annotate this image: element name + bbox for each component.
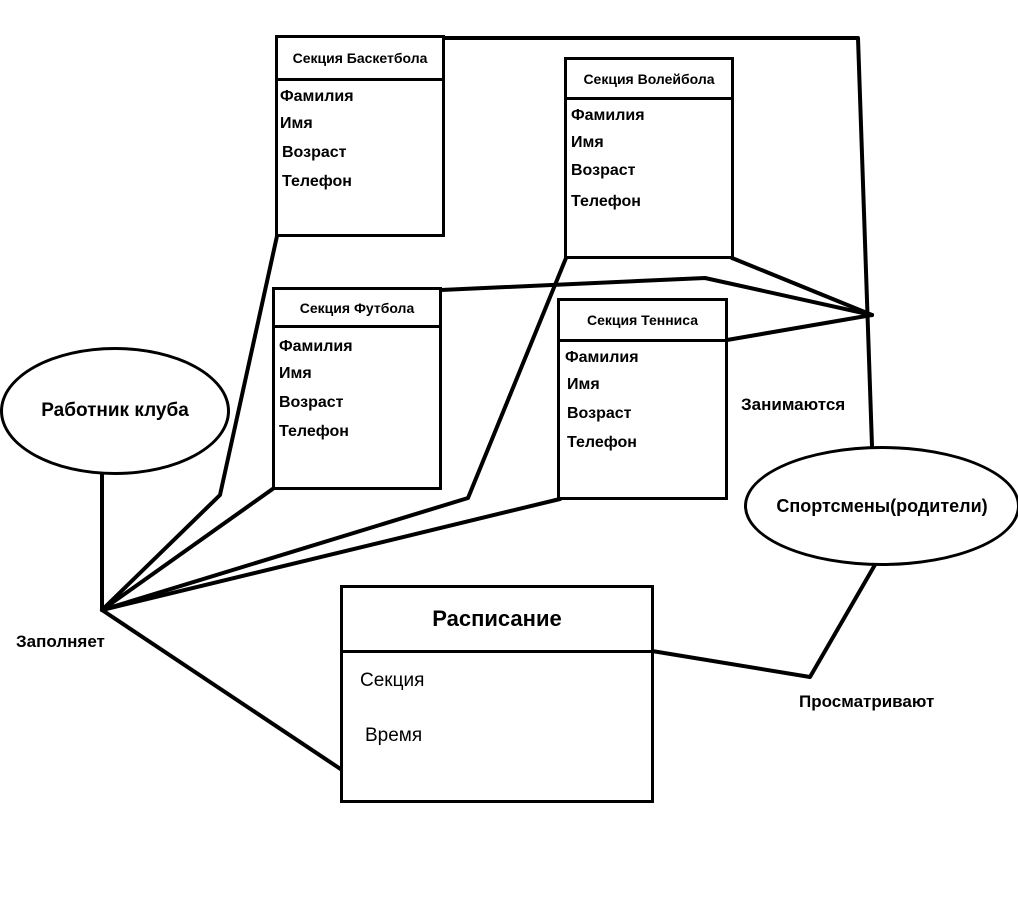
entity-volleyball-title: Секция Волейбола (567, 60, 731, 100)
connector-tennis-athletes (725, 313, 874, 342)
relation-fills-label: Заполняет (16, 632, 105, 651)
field-section: Секция (360, 670, 425, 691)
entity-schedule: Расписание Секция Время (340, 585, 654, 803)
field-phone: Телефон (279, 423, 349, 440)
entity-tennis-title: Секция Тенниса (560, 301, 725, 342)
connector-basketball-athletes (441, 36, 874, 448)
field-lastname: Фамилия (565, 349, 639, 366)
entity-schedule-title: Расписание (343, 588, 651, 653)
relation-view-label: Просматривают (799, 692, 935, 711)
entity-volleyball: Секция Волейбола Фамилия Имя Возраст Тел… (564, 57, 734, 259)
connector-volleyball-athletes (730, 256, 874, 317)
connector-hub-football (100, 486, 276, 612)
entity-football: Секция Футбола Фамилия Имя Возраст Телеф… (272, 287, 442, 490)
field-age: Возраст (571, 162, 636, 179)
field-firstname: Имя (571, 134, 604, 151)
field-phone: Телефон (571, 193, 641, 210)
actor-athletes-label: Спортсмены(родители) (776, 495, 988, 516)
field-age: Возраст (567, 405, 632, 422)
field-firstname: Имя (280, 115, 313, 132)
field-firstname: Имя (279, 365, 312, 382)
entity-tennis: Секция Тенниса Фамилия Имя Возраст Телеф… (557, 298, 728, 500)
actor-club-worker: Работник клуба (0, 347, 230, 475)
connector-hub-schedule (100, 608, 344, 772)
field-time: Время (365, 725, 423, 746)
field-lastname: Фамилия (279, 338, 353, 355)
relation-attend-label: Занимаются (741, 395, 846, 414)
field-phone: Телефон (282, 173, 352, 190)
field-phone: Телефон (567, 434, 637, 451)
entity-basketball: Секция Баскетбола Фамилия Имя Возраст Те… (275, 35, 445, 237)
entity-basketball-title: Секция Баскетбола (278, 38, 442, 81)
field-age: Возраст (279, 394, 344, 411)
connector-athletes-schedule (650, 561, 878, 679)
connector-hub-basketball (100, 234, 279, 612)
field-age: Возраст (282, 144, 347, 161)
field-lastname: Фамилия (280, 88, 354, 105)
connector-hub-volleyball (100, 256, 568, 612)
actor-athletes: Спортсмены(родители) (744, 446, 1018, 566)
entity-football-title: Секция Футбола (275, 290, 439, 328)
field-firstname: Имя (567, 376, 600, 393)
field-lastname: Фамилия (571, 107, 645, 124)
connector-hub-tennis (100, 497, 562, 612)
actor-club-worker-label: Работник клуба (41, 400, 189, 421)
connector-football-athletes (439, 276, 874, 317)
